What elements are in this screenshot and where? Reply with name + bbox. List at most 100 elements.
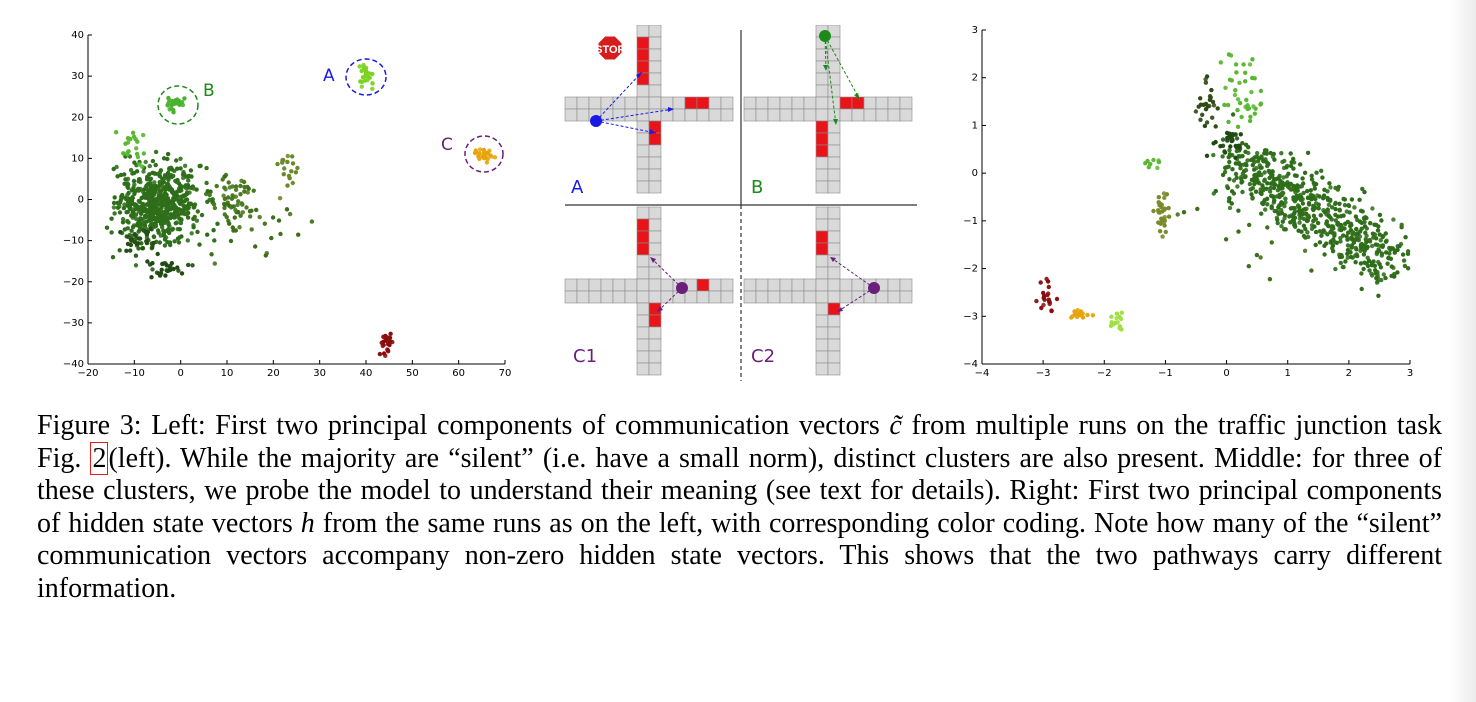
right-point <box>1235 107 1240 113</box>
right-point <box>1230 112 1236 117</box>
right-point <box>1392 274 1397 279</box>
left-point <box>161 193 166 198</box>
left-point <box>387 342 392 348</box>
left-point <box>184 197 190 202</box>
road-cell <box>636 338 650 352</box>
road-cell <box>827 120 841 134</box>
occupied-cell <box>648 132 662 146</box>
right-point <box>1349 197 1355 202</box>
right-point <box>1225 102 1231 108</box>
left-point <box>242 189 247 194</box>
road-cell <box>636 302 650 316</box>
left-point <box>233 228 238 233</box>
left-point <box>195 229 200 235</box>
road-cell <box>612 108 626 122</box>
left-point <box>134 146 139 151</box>
right-x-tick-label: 3 <box>1407 368 1413 379</box>
left-point <box>248 214 253 219</box>
left-point <box>233 187 239 192</box>
right-point <box>1298 213 1304 219</box>
left-point <box>176 268 181 273</box>
right-point <box>1365 255 1370 260</box>
agent-b-dot <box>819 30 831 42</box>
left-point <box>135 242 140 247</box>
left-x-tick-label: 20 <box>267 368 280 379</box>
right-point <box>1332 201 1338 207</box>
left-point <box>384 338 389 343</box>
right-point <box>1245 103 1250 108</box>
left-point <box>154 270 160 275</box>
left-point <box>381 334 386 339</box>
left-point <box>221 193 226 198</box>
right-point <box>1343 221 1348 226</box>
left-point <box>179 217 184 222</box>
right-point <box>1268 150 1273 156</box>
right-point <box>1399 225 1404 230</box>
right-point <box>1381 272 1386 277</box>
right-point <box>1247 181 1253 187</box>
road-cell <box>851 278 865 292</box>
right-point <box>1234 136 1240 141</box>
right-point <box>1381 233 1386 239</box>
right-point <box>1044 276 1049 282</box>
occupied-cell <box>696 278 710 292</box>
right-point <box>1346 230 1351 235</box>
right-point <box>1235 124 1241 129</box>
left-point <box>126 234 131 240</box>
left-point <box>126 182 131 187</box>
left-point <box>370 86 375 92</box>
right-point <box>1280 219 1285 224</box>
left-point <box>169 174 174 180</box>
right-point <box>1293 190 1298 195</box>
right-point <box>1039 305 1044 311</box>
right-point <box>1080 311 1085 316</box>
right-point <box>1227 177 1232 182</box>
road-cell <box>636 266 650 280</box>
left-point <box>146 176 151 181</box>
right-y-tick-label: −3 <box>963 311 978 322</box>
road-cell <box>636 144 650 158</box>
right-point <box>1353 245 1358 251</box>
right-point <box>1301 216 1307 221</box>
left-point <box>190 263 195 268</box>
road-cell <box>767 96 781 110</box>
left-point <box>309 219 315 224</box>
right-point <box>1281 165 1287 171</box>
road-cell <box>815 156 829 170</box>
right-point <box>1049 308 1054 314</box>
figure-reference-link[interactable]: 2 <box>90 441 109 475</box>
left-point <box>130 130 136 135</box>
left-point <box>205 232 210 237</box>
right-point <box>1258 255 1263 260</box>
left-point <box>220 177 225 182</box>
left-point <box>186 178 191 183</box>
right-point <box>1384 238 1389 243</box>
right-y-tick-label: 3 <box>972 25 978 36</box>
right-point <box>1340 264 1345 270</box>
right-point <box>1372 232 1378 237</box>
left-point <box>147 163 152 169</box>
left-point <box>150 245 155 250</box>
right-point <box>1230 167 1235 172</box>
right-point <box>1213 124 1218 129</box>
left-point <box>223 187 228 192</box>
road-cell <box>624 108 638 122</box>
left-point <box>122 172 127 177</box>
left-point <box>178 166 183 171</box>
right-point <box>1108 323 1114 328</box>
road-cell <box>827 206 841 220</box>
right-point <box>1198 96 1203 101</box>
right-point <box>1041 294 1047 299</box>
left-point <box>204 165 209 171</box>
road-cell <box>660 278 674 292</box>
road-cell <box>827 278 841 292</box>
road-cell <box>827 230 841 244</box>
right-point <box>1379 277 1384 283</box>
right-y-tick-label: −1 <box>963 216 978 227</box>
right-point <box>1163 229 1168 235</box>
left-point <box>365 77 370 83</box>
left-point <box>236 199 241 204</box>
road-cell <box>815 254 829 268</box>
right-point <box>1292 209 1298 214</box>
left-point <box>197 163 202 169</box>
